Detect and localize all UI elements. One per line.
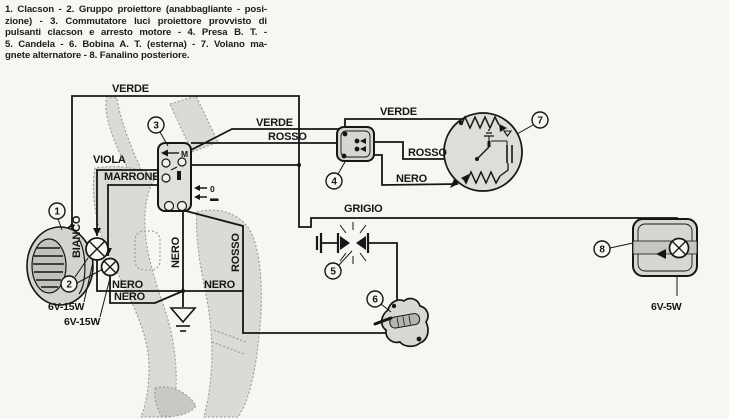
label-nero-vertical: NERO [170, 236, 182, 268]
legend-line-2: zione) - 3. Commutatore luci proiettore … [5, 15, 267, 27]
brake-lever-shape [105, 95, 141, 176]
callout-6-number: 6 [372, 295, 378, 306]
label-kill-m: M [181, 149, 188, 159]
legend-line-3: pulsanti clacson e arresto motore - 4. P… [5, 27, 267, 39]
wire-verde-top [71, 95, 300, 232]
callout-7: 7 [531, 111, 549, 129]
condenser [491, 140, 513, 163]
label-nero-headlamp-1: NERO [112, 279, 144, 291]
callout-4-number: 4 [331, 177, 337, 188]
ground-symbol [169, 307, 197, 332]
connector-block [336, 126, 375, 162]
label-viola: VIOLA [93, 154, 126, 166]
label-switch-pos-0: 0 [210, 184, 215, 194]
callout-2-number: 2 [66, 280, 72, 291]
callout-7-number: 7 [537, 116, 543, 127]
legend: 1. Clacson - 2. Gruppo proiettore (anabb… [5, 4, 267, 62]
connector-terminals [341, 131, 366, 159]
flywheel-magneto [443, 112, 523, 192]
rating-leaders [83, 261, 111, 318]
ht-coil [373, 297, 429, 348]
label-marrone: MARRONE [104, 171, 159, 183]
handlebar-grip-shape [169, 95, 219, 153]
floor-strap-detail [211, 329, 247, 355]
spark-plug [315, 222, 370, 264]
label-verde-top: VERDE [112, 83, 149, 95]
label-bianco: BIANCO [71, 215, 83, 258]
wire-nero-main-bulb [96, 260, 243, 292]
tail-arrow-icon [656, 249, 666, 259]
label-grigio: GRIGIO [344, 203, 383, 215]
label-nero-frame: NERO [204, 279, 236, 291]
callout-6: 6 [366, 290, 384, 308]
callout-circles: 1 2 3 4 5 [48, 111, 611, 308]
wire-spark-coil [368, 242, 398, 303]
callout-2: 2 [60, 275, 78, 293]
bulb-ratings: 6V-15W 6V-15W 6V-5W [48, 301, 682, 328]
callout-1: 1 [48, 202, 66, 220]
ignition-coil [462, 170, 501, 185]
callout-5-number: 5 [330, 267, 336, 278]
front-fender-shape [154, 386, 197, 418]
headlamp [85, 237, 120, 277]
switch-box [157, 142, 207, 212]
callout-3-number: 3 [153, 121, 159, 132]
label-rosso-mid: ROSSO [268, 131, 307, 143]
rating-tail: 6V-5W [651, 301, 682, 313]
legend-line-5: gnete alternatore - 8. Fanalino posterio… [5, 50, 190, 62]
rating-headlamp-pilot: 6V-15W [64, 316, 100, 328]
callout-5: 5 [324, 262, 342, 280]
contact-breaker [475, 129, 494, 161]
wire-junctions [70, 163, 301, 293]
wire-viola [96, 169, 158, 236]
spark-rays [339, 222, 367, 264]
label-rosso-flywheel: ROSSO [408, 147, 447, 159]
callout-3: 3 [147, 116, 165, 134]
rating-headlamp-main: 6V-15W [48, 301, 84, 313]
label-switch-pos-on: ▬ [210, 193, 219, 203]
label-nero-flywheel: NERO [396, 173, 428, 185]
wire-labels: VERDE VIOLA MARRONE BIANCO NERO ROSSO NE… [71, 83, 448, 303]
switch-position-icons [194, 185, 207, 200]
callout-8-number: 8 [599, 245, 605, 256]
switch-terminals [161, 157, 188, 212]
label-nero-headlamp-2: NERO [114, 291, 146, 303]
callouts: 1 2 3 4 5 [48, 111, 634, 313]
wire-rosso-flywheel [374, 141, 477, 160]
legend-line-4: 5. Candela - 6. Bobina A. T. (esterna) -… [5, 38, 267, 50]
callout-leaders [57, 124, 634, 313]
frame-shape [196, 209, 262, 418]
tail-lamp [632, 218, 698, 277]
callout-8: 8 [593, 240, 611, 258]
lighting-coil [461, 115, 500, 130]
wire-nero-flywheel [374, 154, 459, 186]
label-verde-mid: VERDE [256, 117, 293, 129]
callout-4: 4 [325, 172, 343, 190]
label-verde-flywheel: VERDE [380, 106, 417, 118]
wire-nero-pilot-bulb [109, 276, 184, 304]
callout-1-number: 1 [54, 207, 60, 218]
wire-verde-flywheel [344, 118, 462, 127]
kill-arrow-icon [161, 149, 168, 157]
horn-ribs [33, 247, 64, 288]
wire-marrone [107, 184, 158, 256]
label-rosso-vertical: ROSSO [230, 233, 242, 272]
legend-line-1: 1. Clacson - 2. Gruppo proiettore (anabb… [5, 4, 267, 15]
wire-rosso-coil [185, 210, 388, 334]
